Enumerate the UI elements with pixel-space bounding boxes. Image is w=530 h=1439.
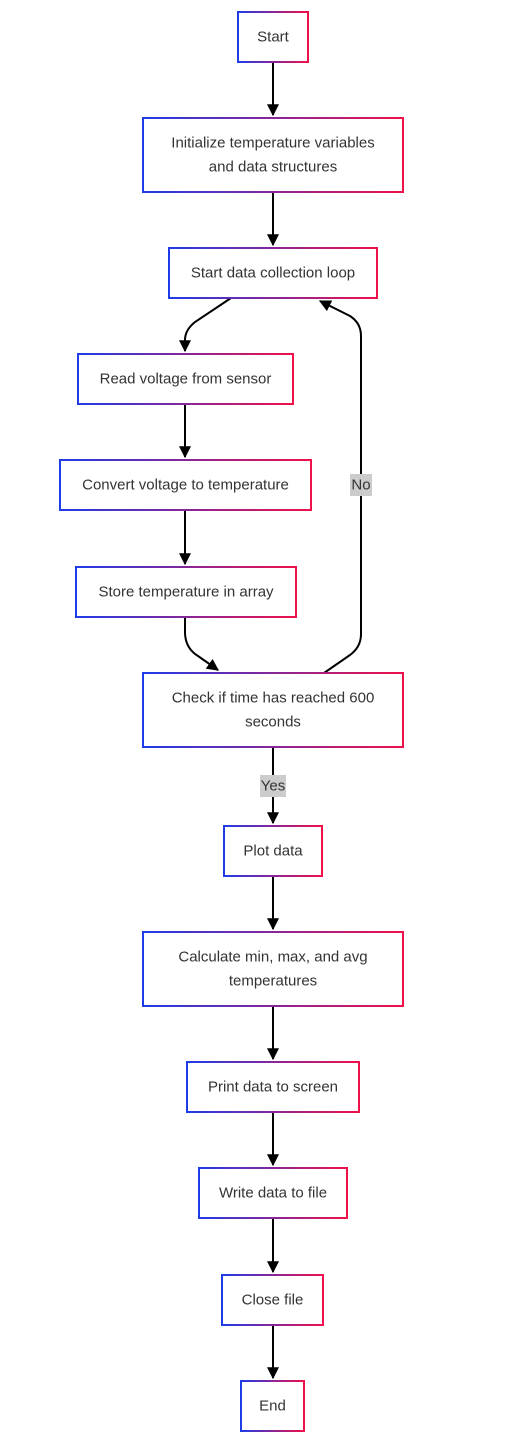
node-end: End bbox=[240, 1380, 305, 1432]
node-label: Convert voltage to temperature bbox=[82, 477, 289, 494]
node-box bbox=[168, 247, 378, 299]
node-write: Write data to file bbox=[198, 1167, 348, 1219]
node-box bbox=[237, 11, 309, 63]
node-label: Store temperature in array bbox=[98, 584, 274, 601]
node-box bbox=[142, 672, 404, 748]
node-convert: Convert voltage to temperature bbox=[59, 459, 312, 511]
node-label: Start data collection loop bbox=[191, 265, 355, 282]
node-box bbox=[75, 566, 297, 618]
node-label: Start bbox=[257, 29, 290, 46]
node-calc: Calculate min, max, and avg temperatures bbox=[142, 931, 404, 1007]
node-label: Read voltage from sensor bbox=[100, 371, 272, 388]
node-label: Calculate min, max, and avg bbox=[178, 949, 367, 966]
node-label: and data structures bbox=[209, 159, 337, 176]
node-label: Print data to screen bbox=[208, 1079, 338, 1096]
node-label: Check if time has reached 600 bbox=[172, 690, 375, 707]
node-label: Plot data bbox=[243, 843, 303, 860]
node-close: Close file bbox=[221, 1274, 324, 1326]
node-box bbox=[59, 459, 312, 511]
node-box bbox=[142, 931, 404, 1007]
node-print: Print data to screen bbox=[186, 1061, 360, 1113]
node-box bbox=[240, 1380, 305, 1432]
node-read: Read voltage from sensor bbox=[77, 353, 294, 405]
node-box bbox=[186, 1061, 360, 1113]
edge-loop-read bbox=[179, 297, 232, 353]
node-start: Start bbox=[237, 11, 309, 63]
node-loop: Start data collection loop bbox=[168, 247, 378, 299]
node-label: End bbox=[259, 1398, 286, 1415]
edge-label-background bbox=[350, 474, 372, 496]
node-label: seconds bbox=[245, 714, 301, 731]
node-box bbox=[77, 353, 294, 405]
node-label: Write data to file bbox=[219, 1185, 327, 1202]
edge-store-check bbox=[184, 617, 219, 671]
node-plot: Plot data bbox=[223, 825, 323, 877]
node-label: temperatures bbox=[229, 973, 317, 990]
node-label: Initialize temperature variables bbox=[171, 135, 374, 152]
edge-label-text: Yes bbox=[261, 778, 285, 795]
node-box bbox=[198, 1167, 348, 1219]
node-box bbox=[221, 1274, 324, 1326]
edge-label-text: No bbox=[351, 477, 370, 494]
node-label: Close file bbox=[242, 1292, 304, 1309]
node-box bbox=[142, 117, 404, 193]
node-check: Check if time has reached 600 seconds bbox=[142, 672, 404, 748]
edge-label-no: No bbox=[350, 474, 372, 496]
node-init: Initialize temperature variables and data… bbox=[142, 117, 404, 193]
edge-label-background bbox=[260, 775, 286, 797]
node-store: Store temperature in array bbox=[75, 566, 297, 618]
edge-label-yes: Yes bbox=[260, 775, 286, 797]
node-box bbox=[223, 825, 323, 877]
